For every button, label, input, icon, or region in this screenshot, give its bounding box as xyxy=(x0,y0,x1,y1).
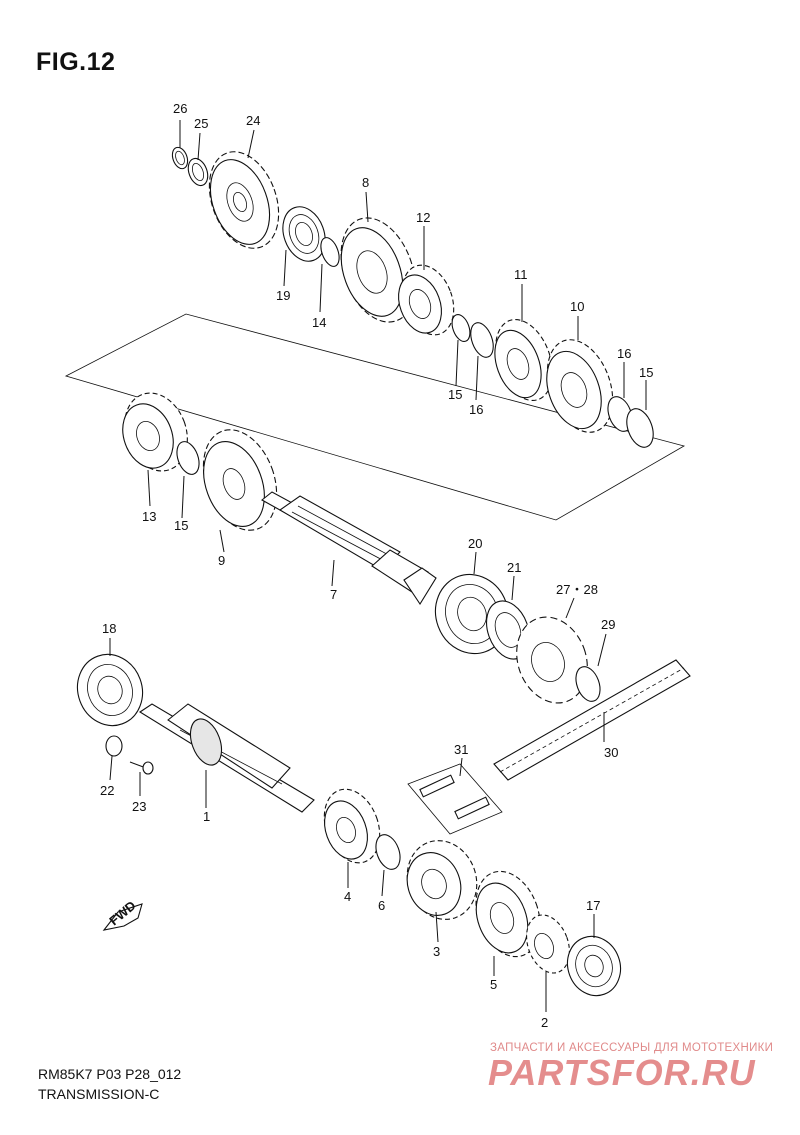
part-26-circlip xyxy=(171,146,189,170)
callout-24: 24 xyxy=(246,113,260,128)
part-24-gear xyxy=(208,151,280,249)
part-2-gear xyxy=(526,914,570,974)
callout-23: 23 xyxy=(132,799,146,814)
part-1-main-shaft xyxy=(138,703,315,813)
callout-2: 2 xyxy=(541,1015,548,1030)
part-10-gear xyxy=(546,339,614,433)
subassembly-outline xyxy=(64,313,686,521)
part-17-bearing xyxy=(566,935,622,997)
part-8-gear xyxy=(340,217,416,323)
callout-21: 21 xyxy=(507,560,521,575)
part-6-washer xyxy=(375,834,401,870)
part-3-gear xyxy=(406,840,478,920)
part-19-bearing xyxy=(282,206,326,262)
part-11-gear xyxy=(494,318,553,402)
callout-10: 10 xyxy=(570,299,584,314)
part-5-gear xyxy=(475,870,541,958)
callout-1: 1 xyxy=(203,809,210,824)
watermark-logo: PARTSFOR.RU xyxy=(488,1052,756,1093)
callout-16-upper: 16 xyxy=(469,402,483,417)
callout-20: 20 xyxy=(468,536,482,551)
fwd-arrow-icon: FWD xyxy=(102,898,143,931)
callout-27-28: 27・28 xyxy=(556,582,598,597)
leader-lines xyxy=(109,120,647,1012)
part-27-28-sprocket xyxy=(516,616,588,704)
callout-29: 29 xyxy=(601,617,615,632)
callout-15-left: 15 xyxy=(174,518,188,533)
callout-7: 7 xyxy=(330,587,337,602)
part-15-circlip-left xyxy=(176,441,200,475)
figure-title: FIG.12 xyxy=(36,48,116,76)
part-22-bearing-retainer xyxy=(105,735,123,757)
part-13-gear xyxy=(122,392,188,472)
callout-12: 12 xyxy=(416,210,430,225)
callout-3: 3 xyxy=(433,944,440,959)
callout-14: 14 xyxy=(312,315,326,330)
part-16-washer-upper xyxy=(470,322,494,358)
callout-6: 6 xyxy=(378,898,385,913)
part-4-gear xyxy=(323,788,381,864)
callout-5: 5 xyxy=(490,977,497,992)
callout-4: 4 xyxy=(344,889,351,904)
callout-9: 9 xyxy=(218,553,225,568)
part-12-gear xyxy=(398,264,455,336)
callout-8: 8 xyxy=(362,175,369,190)
callout-16-right: 16 xyxy=(617,346,631,361)
part-31-chain-joint xyxy=(407,763,503,835)
callout-11: 11 xyxy=(514,267,528,282)
callout-31: 31 xyxy=(454,742,468,757)
figure-name: TRANSMISSION-C xyxy=(38,1086,160,1102)
part-29-circlip xyxy=(575,666,601,702)
callout-labels: 26 25 24 8 12 11 10 16 15 19 14 15 16 13… xyxy=(100,101,653,1030)
figure-code: RM85K7 P03 P28_012 xyxy=(38,1066,182,1082)
part-30-drive-chain xyxy=(493,659,691,781)
callout-26: 26 xyxy=(173,101,187,116)
part-23-screw xyxy=(129,761,154,775)
part-7-countershaft xyxy=(261,491,437,606)
part-15-circlip-right xyxy=(626,408,654,448)
part-15-circlip-upper xyxy=(451,314,471,342)
watermark-tagline: ЗАПЧАСТИ И АКСЕССУАРЫ ДЛЯ МОТОТЕХНИКИ xyxy=(490,1042,774,1054)
part-9-gear xyxy=(202,429,278,531)
callout-18: 18 xyxy=(102,621,116,636)
callout-15-upper: 15 xyxy=(448,387,462,402)
callout-17: 17 xyxy=(586,898,600,913)
callout-22: 22 xyxy=(100,783,114,798)
callout-19: 19 xyxy=(276,288,290,303)
part-18-bearing xyxy=(76,653,144,727)
callout-15-right: 15 xyxy=(639,365,653,380)
part-25-washer xyxy=(187,157,209,187)
callout-30: 30 xyxy=(604,745,618,760)
callout-25: 25 xyxy=(194,116,208,131)
part-14-washer xyxy=(320,237,340,267)
callout-13: 13 xyxy=(142,509,156,524)
